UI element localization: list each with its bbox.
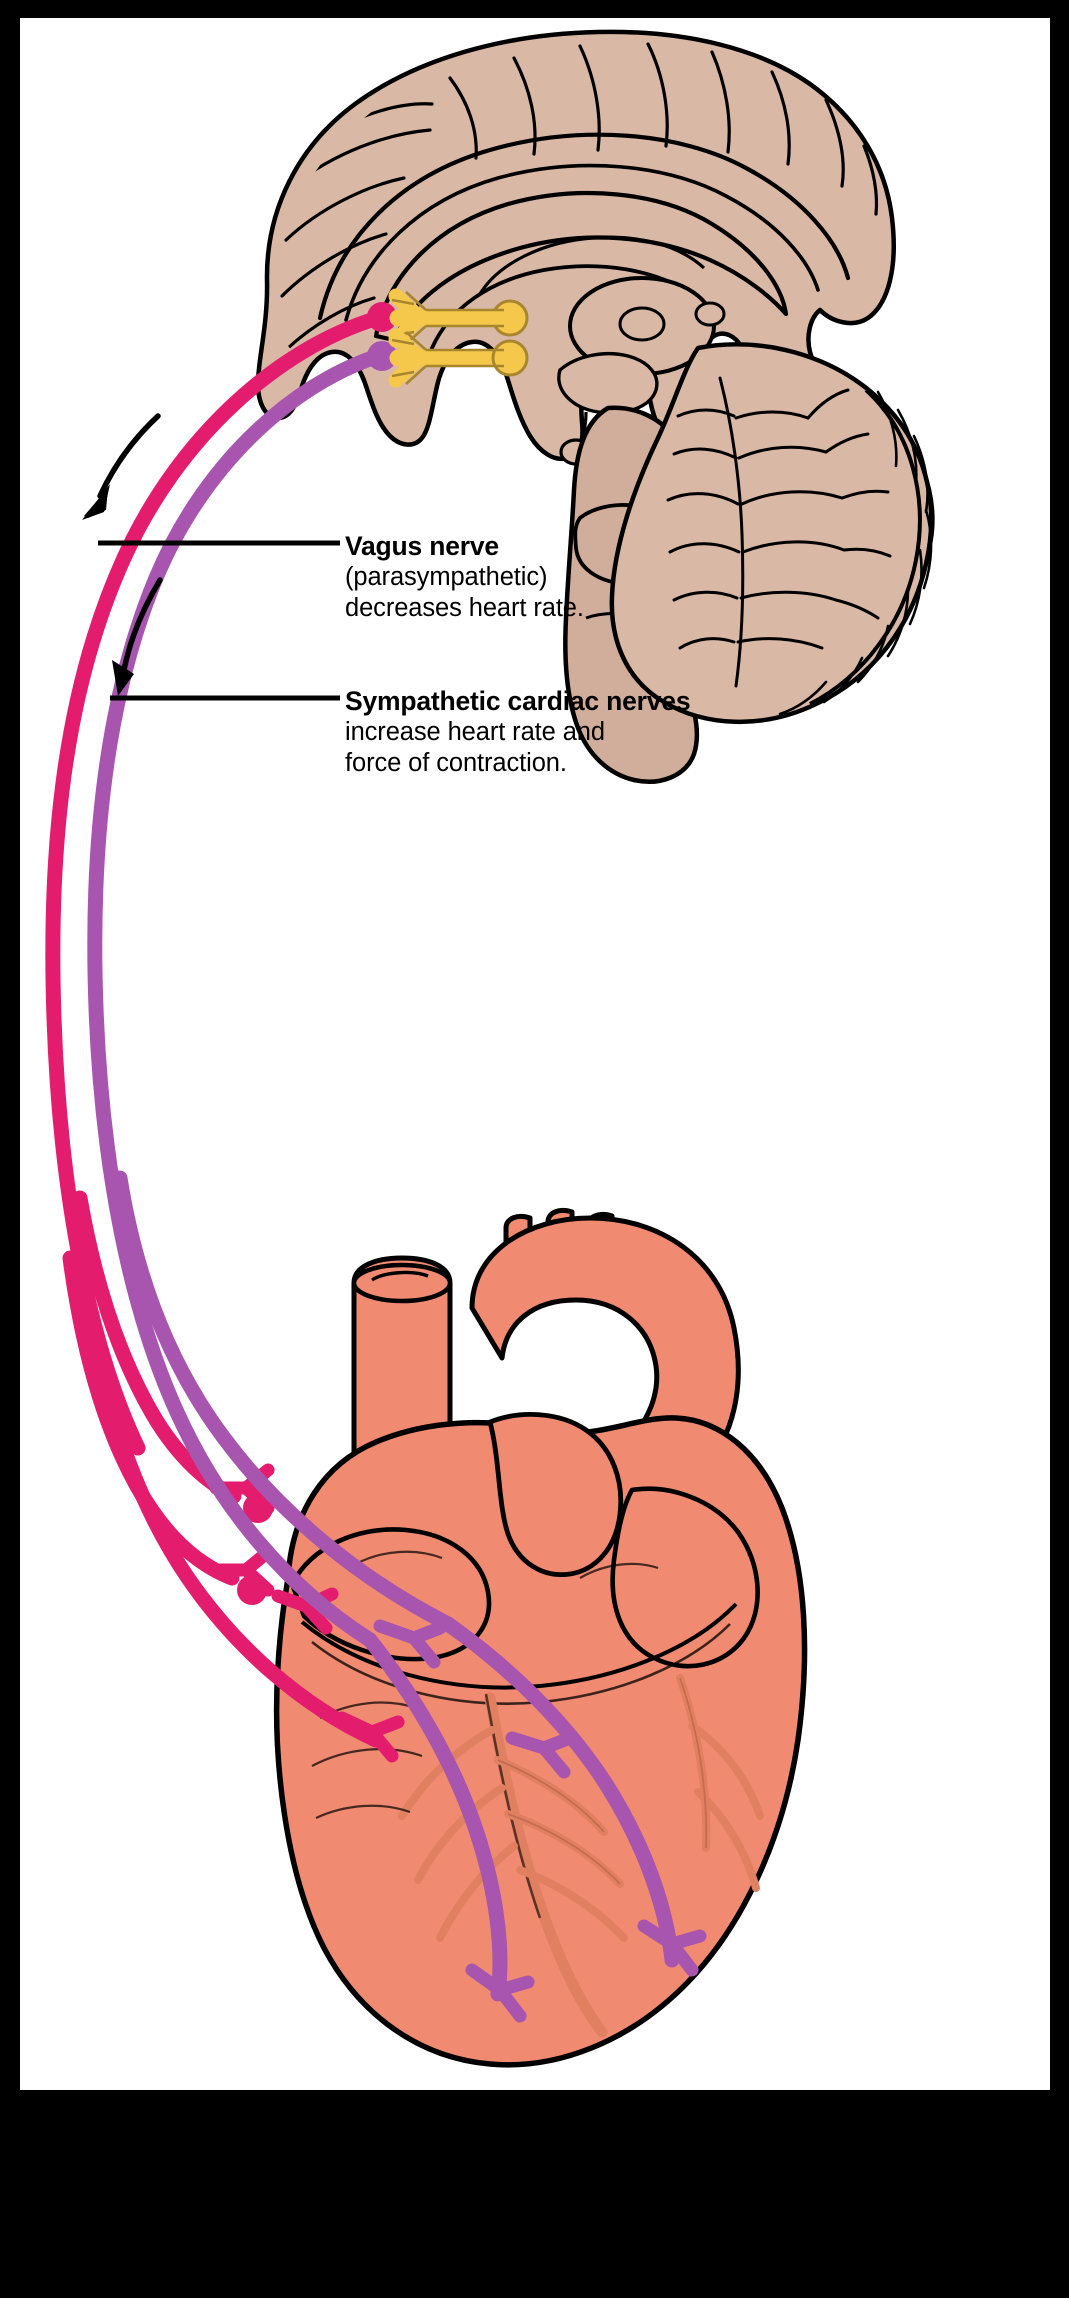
cingulate-gyrus-inner — [344, 163, 820, 322]
heart-surface-lines — [311, 1550, 659, 1819]
sympathetic-ganglia — [237, 1493, 273, 1605]
vagus-nerve-label: Vagus nerve (parasympathetic) decreases … — [345, 531, 584, 624]
sympathetic-label-line-1: increase heart rate and — [345, 717, 605, 746]
sulcus — [770, 70, 791, 166]
ganglion-dot — [237, 1575, 267, 1605]
vagus-terminal-y — [505, 1731, 577, 1779]
neuron-soma — [491, 339, 529, 377]
sulcus — [578, 44, 601, 152]
sympathetic-nerve-label: Sympathetic cardiac nerves increase hear… — [345, 686, 691, 779]
preganglionic-neurons — [388, 288, 529, 388]
sympathetic-label-line-2: force of contraction. — [345, 748, 567, 777]
interthalamic-adhesion — [618, 306, 666, 342]
sympathetic-branch-lower — [82, 1310, 384, 1748]
neuron-dendrites — [388, 328, 428, 388]
vagus-branch-to-ventricle — [362, 1632, 508, 2002]
sulcus — [710, 50, 731, 154]
sympathetic-ganglion-origin — [367, 302, 397, 332]
vagus-main-trunk — [87, 348, 386, 1648]
sympathetic-nerve-pathway — [45, 310, 386, 1748]
interventricular-groove — [484, 1693, 542, 1919]
coronary-branch-outlines — [497, 1677, 708, 1885]
vagus-label-line-2: decreases heart rate. — [345, 593, 584, 622]
parasympathetic-nerve-pathway — [87, 348, 680, 2002]
sympathetic-terminal-y — [335, 1711, 405, 1763]
cingulate-gyrus — [317, 132, 851, 321]
arrow-lower-head — [112, 660, 134, 696]
vagus-ganglion-origin — [367, 341, 397, 371]
sulcus — [448, 76, 478, 160]
vagus-terminal-y — [373, 1619, 447, 1669]
leader-lines — [98, 540, 340, 701]
svc-lumen-inner — [371, 1270, 429, 1282]
direction-arrows — [82, 413, 163, 696]
lateral-ventricle — [478, 235, 706, 295]
left-atrium — [610, 1486, 760, 1669]
sulcus — [280, 232, 388, 298]
sulcus — [284, 176, 406, 242]
cerebellum-outer-edge — [809, 388, 922, 706]
vagus-branch-anterior — [112, 1170, 456, 1632]
diagram-canvas: Vagus nerve (parasympathetic) decreases … — [20, 18, 1050, 2090]
pineal-gland — [694, 301, 726, 327]
vagus-terminal-y — [637, 1919, 707, 1977]
arrow-upper-curve — [97, 413, 161, 499]
vagus-branch-right — [440, 1616, 680, 1968]
preganglionic-neuron-lower — [388, 328, 529, 388]
parasympathetic-terminals — [373, 1619, 707, 2023]
arbor-vitae — [666, 376, 892, 688]
ganglion-dot — [243, 1493, 273, 1523]
arrow-lower-curve — [121, 577, 163, 673]
sympathetic-main-trunk — [45, 310, 386, 1456]
sulcus — [512, 56, 537, 156]
vagus-label-title: Vagus nerve — [345, 531, 499, 561]
corpus-callosum — [373, 191, 789, 343]
hypothalamus — [557, 352, 659, 415]
anatomy-illustration — [45, 29, 935, 2068]
arrow-upper-head-2 — [82, 484, 110, 520]
pulmonary-trunk — [487, 1412, 624, 1578]
coronary-sulcus — [300, 1602, 738, 1690]
sulcus — [824, 98, 845, 188]
sympathetic-label-title: Sympathetic cardiac nerves — [345, 686, 691, 716]
vagus-terminal-y — [465, 1963, 535, 2023]
svc-lumen — [351, 1262, 453, 1304]
brain-illustration — [255, 29, 935, 784]
sulcus — [862, 144, 879, 216]
sulcus — [646, 42, 669, 148]
preganglionic-neuron-upper — [388, 288, 529, 348]
sulcus — [286, 296, 376, 350]
vagus-label-line-1: (parasympathetic) — [345, 562, 548, 591]
